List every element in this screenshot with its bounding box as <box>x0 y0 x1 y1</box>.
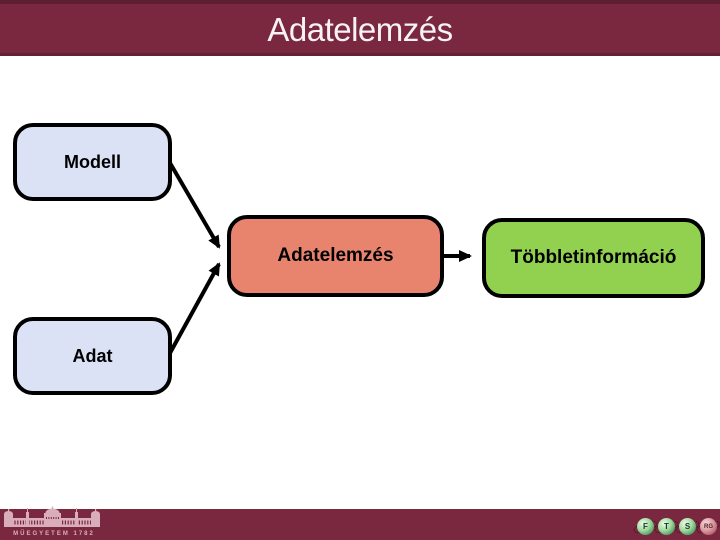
orb-letter: T <box>658 518 675 535</box>
orb-icon-t: T <box>653 517 680 536</box>
node-modell[interactable]: Modell <box>13 123 172 201</box>
edge-modell-to-adatelemzes <box>168 161 221 249</box>
slide-title-bar: Adatelemzés <box>0 0 720 56</box>
node-adatelemzes[interactable]: Adatelemzés <box>227 215 444 297</box>
node-tobbletinformacio-label: Többletinformáció <box>510 247 677 268</box>
university-building-logo: MŰEGYETEM 1782 <box>2 506 104 538</box>
node-tobbletinformacio[interactable]: Többletinformáció <box>482 218 705 298</box>
footer-bar: MŰEGYETEM 1782 F T S RG <box>0 506 720 540</box>
node-adat[interactable]: Adat <box>13 317 172 395</box>
orb-letter: F <box>637 518 654 535</box>
orb-icon-s: S <box>674 517 701 536</box>
muegyetem-building-icon <box>4 506 100 527</box>
orb-letter: S <box>679 518 696 535</box>
node-adatelemzes-label: Adatelemzés <box>277 245 394 266</box>
orb-icon-f: F <box>632 517 659 536</box>
orb-icon-rg: RG <box>695 517 720 536</box>
orb-logo-group: F T S RG <box>632 517 720 536</box>
edge-adat-to-adatelemzes <box>168 262 221 354</box>
node-modell-label: Modell <box>64 151 121 172</box>
node-adat-label: Adat <box>72 345 113 366</box>
diagram-canvas: Modell Adat Adatelemzés Többletinformáci… <box>0 56 720 509</box>
university-logo-caption: MŰEGYETEM 1782 <box>13 531 95 537</box>
slide-title: Adatelemzés <box>267 10 453 48</box>
orb-letter: RG <box>700 518 717 535</box>
